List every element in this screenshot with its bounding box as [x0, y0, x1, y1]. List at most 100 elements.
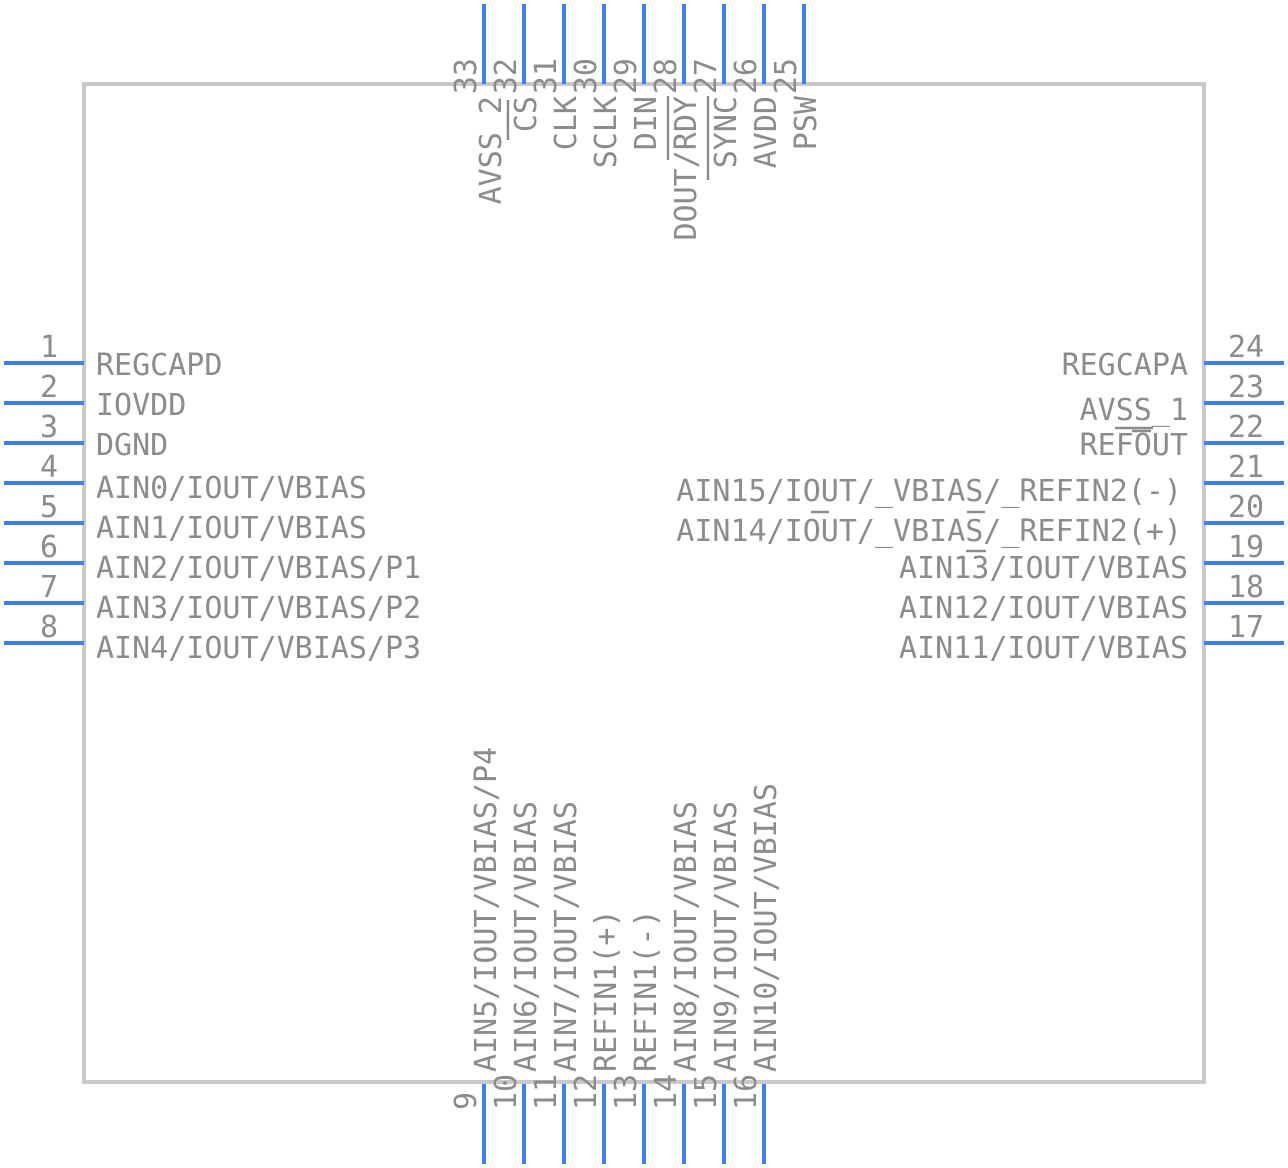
pin-29-label: DIN — [629, 96, 664, 150]
pin-2: 2 IOVDD — [4, 370, 186, 423]
pin-15-number: 15 — [689, 1074, 724, 1110]
pin-25-number: 25 — [769, 58, 804, 94]
pin-6-label: AIN2/IOUT/VBIAS/P1 — [96, 551, 421, 586]
pin-13-label: REFIN1(-) — [629, 909, 664, 1072]
pin-8-label: AIN4/IOUT/VBIAS/P3 — [96, 631, 421, 666]
pin-13-number: 13 — [609, 1074, 644, 1110]
pin-12-label: REFIN1(+) — [589, 909, 624, 1072]
pin-9-number: 9 — [449, 1092, 484, 1110]
pin-16-label: AIN10/IOUT/VBIAS — [749, 783, 784, 1072]
pin-14: 14 AIN8/IOUT/VBIAS — [649, 801, 704, 1164]
pin-10-number: 10 — [489, 1074, 524, 1110]
pin-11-number: 11 — [529, 1074, 564, 1110]
pin-18-number: 18 — [1228, 570, 1264, 605]
pin-19: 19 AIN13/IOUT/VBIAS — [899, 530, 1284, 586]
pin-5-label: AIN1/IOUT/VBIAS — [96, 511, 367, 546]
pin-20-label: AIN14/IOUT/_VBIAS/_REFIN2(+) — [676, 514, 1182, 549]
pin-19-number: 19 — [1228, 530, 1264, 565]
pin-25: 25 PSW — [769, 4, 824, 150]
pin-16-number: 16 — [729, 1074, 764, 1110]
pin-5-number: 5 — [40, 490, 58, 525]
pin-15-label: AIN9/IOUT/VBIAS — [709, 801, 744, 1072]
component-body — [82, 82, 1206, 1084]
pin-20: 20 AIN14/IOUT/_VBIAS/_REFIN2(+) — [676, 490, 1284, 549]
pin-23-label: AVSS_1 — [1080, 393, 1188, 428]
pin-5: 5 AIN1/IOUT/VBIAS — [4, 490, 367, 546]
pin-29-number: 29 — [609, 58, 644, 94]
pin-26: 26 AVDD — [729, 4, 784, 168]
pin-7-label: AIN3/IOUT/VBIAS/P2 — [96, 591, 421, 626]
pin-21: 21 AIN15/IOUT/_VBIAS/_REFIN2(-) — [676, 450, 1284, 509]
pin-20-number: 20 — [1228, 490, 1264, 525]
pin-6: 6 AIN2/IOUT/VBIAS/P1 — [4, 530, 421, 586]
pin-19-label: AIN13/IOUT/VBIAS — [899, 551, 1188, 586]
pin-8: 8 AIN4/IOUT/VBIAS/P3 — [4, 610, 421, 666]
pin-22-label: REFOUT — [1080, 428, 1188, 463]
pin-10: 10 AIN6/IOUT/VBIAS — [489, 801, 544, 1164]
pin-12-number: 12 — [569, 1074, 604, 1110]
pin-8-number: 8 — [40, 610, 58, 645]
pin-4: 4 AIN0/IOUT/VBIAS — [4, 450, 367, 506]
pin-25-label: PSW — [789, 95, 824, 150]
pin-29: 29 DIN — [609, 4, 664, 150]
pin-15: 15 AIN9/IOUT/VBIAS — [689, 801, 744, 1164]
pin-28: 28 DOUT/RDY — [649, 4, 704, 241]
pin-17-label: AIN11/IOUT/VBIAS — [899, 631, 1188, 666]
pin-22-number: 22 — [1228, 410, 1264, 445]
pin-11-label: AIN7/IOUT/VBIAS — [549, 801, 584, 1072]
pin-31-number: 31 — [529, 58, 564, 94]
pin-26-label: AVDD — [749, 96, 784, 168]
pin-2-label: IOVDD — [96, 388, 186, 423]
pin-6-number: 6 — [40, 530, 58, 565]
pin-18-label: AIN12/IOUT/VBIAS — [899, 591, 1188, 626]
pin-27: 27 SYNC — [689, 4, 744, 168]
pin-21-label: AIN15/IOUT/_VBIAS/_REFIN2(-) — [676, 474, 1182, 509]
pin-17-number: 17 — [1228, 610, 1264, 645]
pin-33-number: 33 — [449, 58, 484, 94]
pin-4-label: AIN0/IOUT/VBIAS — [96, 471, 367, 506]
pin-32-label: CS — [509, 96, 544, 132]
pin-14-number: 14 — [649, 1074, 684, 1110]
pin-32-number: 32 — [489, 58, 524, 94]
pin-30: 30 SCLK — [569, 4, 624, 168]
pin-11: 11 AIN7/IOUT/VBIAS — [529, 801, 584, 1164]
pin-33-label: AVSS_2 — [474, 96, 509, 204]
pin-3-number: 3 — [40, 410, 58, 445]
pin-22: 22 REFOUT — [1080, 410, 1284, 463]
pin-1-label: REGCAPD — [96, 348, 222, 383]
pin-27-label: SYNC — [709, 96, 744, 168]
pin-7-number: 7 — [40, 570, 58, 605]
pin-31: 31 CLK — [529, 4, 584, 150]
pin-2-number: 2 — [40, 370, 58, 405]
pin-17: 17 AIN11/IOUT/VBIAS — [899, 610, 1284, 666]
pin-9: 9 AIN5/IOUT/VBIAS/P4 — [449, 747, 504, 1164]
pin-31-label: CLK — [549, 96, 584, 150]
pin-18: 18 AIN12/IOUT/VBIAS — [899, 570, 1284, 626]
pin-24-number: 24 — [1228, 330, 1264, 365]
pin-3-label: DGND — [96, 428, 168, 463]
pin-28-number: 28 — [649, 58, 684, 94]
pin-30-number: 30 — [569, 58, 604, 94]
pin-16: 16 AIN10/IOUT/VBIAS — [729, 783, 784, 1164]
pin-9-label: AIN5/IOUT/VBIAS/P4 — [469, 747, 504, 1072]
pin-3: 3 DGND — [4, 410, 168, 463]
pin-24: 24 REGCAPA — [1062, 330, 1284, 383]
pin-13: 13 REFIN1(-) — [609, 909, 664, 1164]
pin-30-label: SCLK — [589, 96, 624, 168]
pin-1: 1 REGCAPD — [4, 330, 222, 383]
pin-24-label: REGCAPA — [1062, 348, 1188, 383]
pin-26-number: 26 — [729, 58, 764, 94]
pin-23-number: 23 — [1228, 370, 1264, 405]
pin-32: 32 CS — [489, 4, 544, 132]
pin-27-number: 27 — [689, 58, 724, 94]
pin-4-number: 4 — [40, 450, 58, 485]
pin-28-label: DOUT/RDY — [669, 96, 704, 241]
pin-21-number: 21 — [1228, 450, 1264, 485]
pin-12: 12 REFIN1(+) — [569, 909, 624, 1164]
pin-1-number: 1 — [40, 330, 58, 365]
pin-33: 33 AVSS_2 — [449, 4, 509, 204]
pin-23: 23 AVSS_1 — [1080, 370, 1284, 428]
pin-10-label: AIN6/IOUT/VBIAS — [509, 801, 544, 1072]
pin-7: 7 AIN3/IOUT/VBIAS/P2 — [4, 570, 421, 626]
